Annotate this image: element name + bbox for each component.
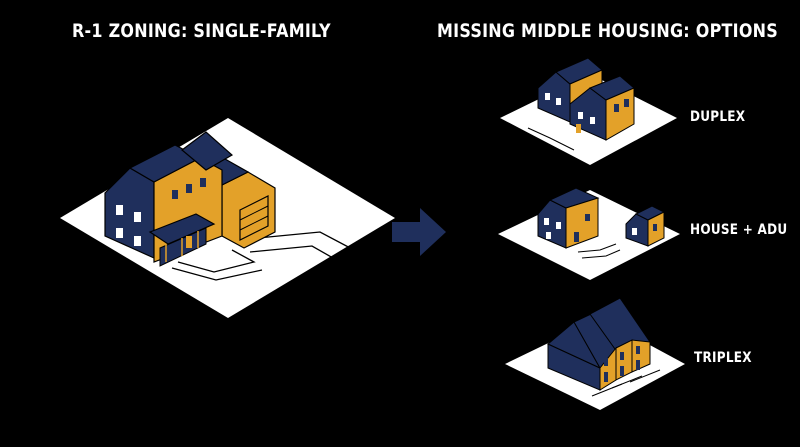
driveway-line xyxy=(257,231,355,251)
window xyxy=(200,178,206,187)
triplex-building xyxy=(547,297,651,391)
option-label-triplex: TRIPLEX xyxy=(694,350,752,366)
walkway-line xyxy=(177,249,256,273)
right-panel-title: MISSING MIDDLE HOUSING: OPTIONS xyxy=(437,20,779,42)
walkway-line xyxy=(171,267,263,281)
driveway-line xyxy=(249,245,341,263)
porch-base xyxy=(159,227,207,267)
option-label-house-adu: HOUSE + ADU xyxy=(690,222,788,238)
porch-roof xyxy=(148,213,216,245)
cross-gable-roof xyxy=(181,131,234,171)
left-panel-title: R-1 ZONING: SINGLE-FAMILY xyxy=(72,20,331,42)
front-door xyxy=(186,236,192,248)
window xyxy=(116,228,123,238)
adu-cottage xyxy=(625,205,666,247)
window xyxy=(116,205,123,215)
transition-arrow xyxy=(392,208,446,256)
window xyxy=(134,236,141,246)
window xyxy=(186,184,192,193)
duplex-building xyxy=(537,57,635,141)
window xyxy=(172,190,178,199)
window xyxy=(134,212,141,222)
single-family-house xyxy=(104,131,276,267)
main-house xyxy=(537,187,600,249)
option-label-duplex: DUPLEX xyxy=(690,109,746,125)
